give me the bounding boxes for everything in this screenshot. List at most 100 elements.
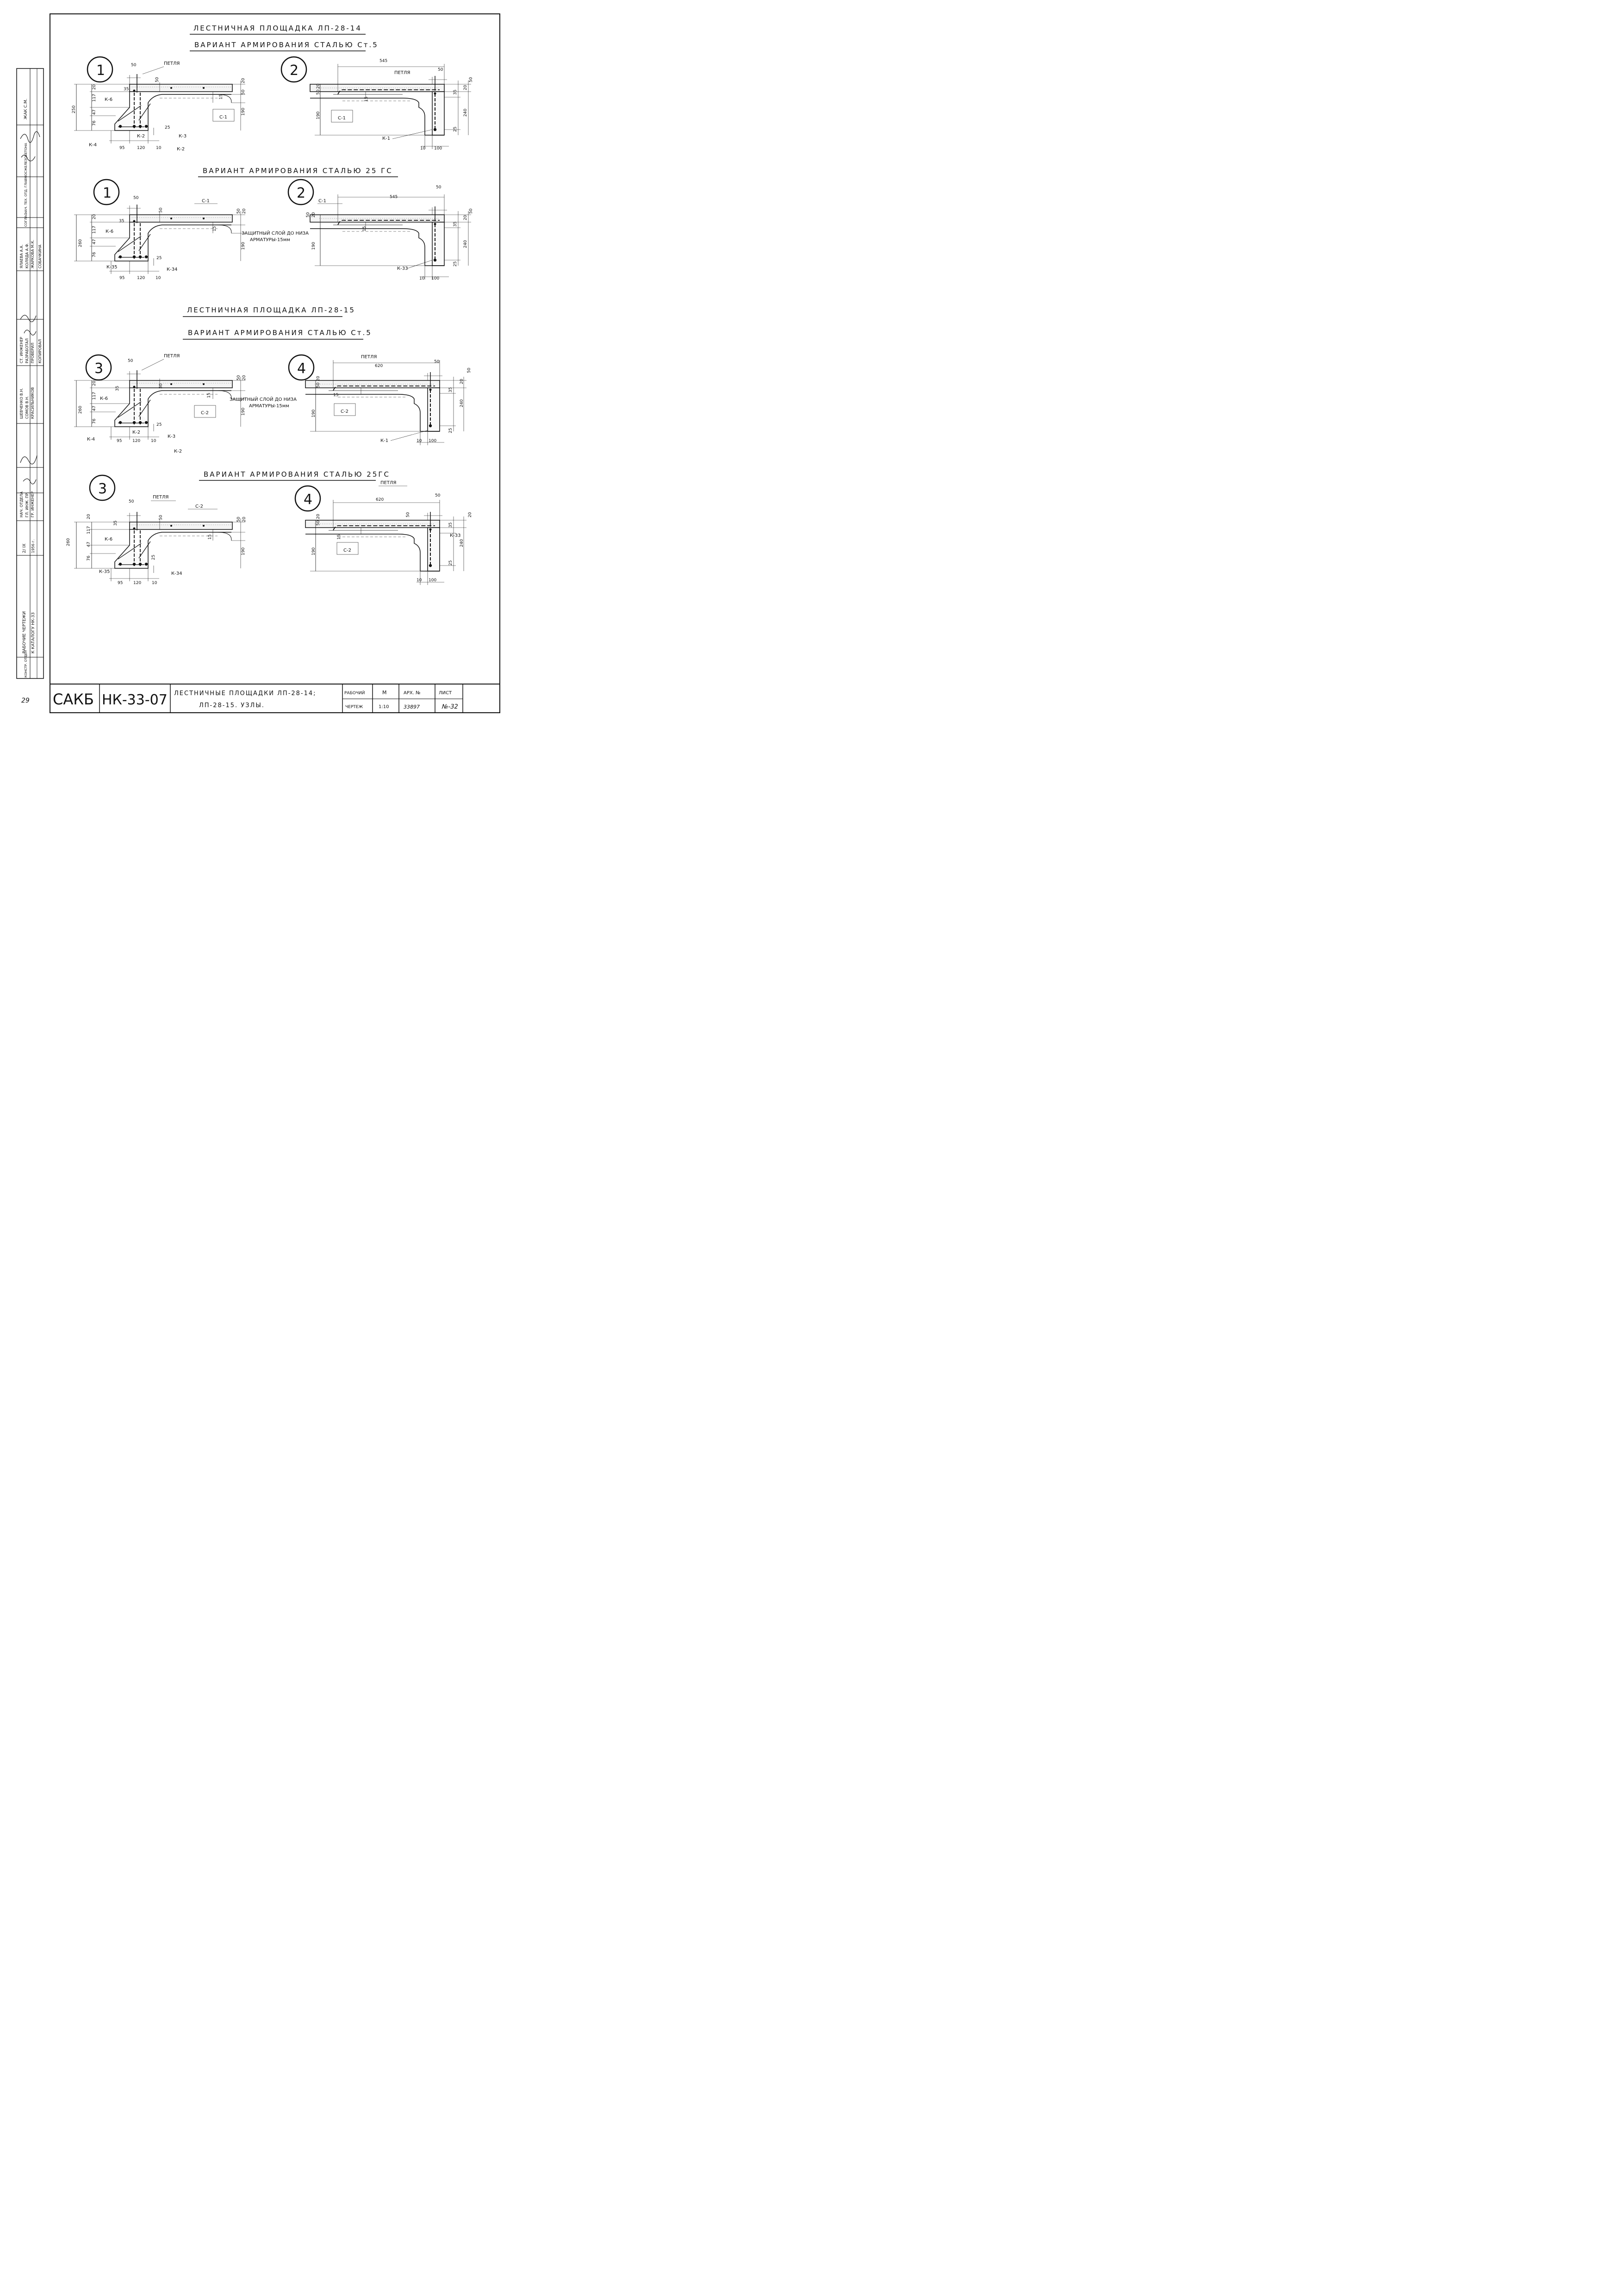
node-1-st5 — [74, 74, 246, 144]
title-name-a: ЛЕСТНИЧНЫЕ ПЛОЩАДКИ ЛП-28-14; — [174, 690, 317, 697]
stamp-kolyada: КОЛЯДА А.Ф. — [25, 243, 29, 268]
node-circle-3b: 3 — [89, 474, 116, 501]
svg-text:100: 100 — [434, 146, 442, 151]
node-circle-3a: 3 — [85, 354, 112, 381]
stamp-working-drawings: РАБОЧИЕ ЧЕРТЕЖИ — [22, 611, 27, 653]
svg-text:1: 1 — [96, 62, 105, 79]
left-stamp: ЖАК С.М. НАЧ. ТЕХ. ОТД. ГЛАВМОСЖЕЛЕЗОБЕТ… — [16, 68, 44, 679]
svg-text:50: 50 — [438, 68, 443, 72]
svg-text:190: 190 — [241, 548, 246, 555]
svg-text:50: 50 — [469, 208, 473, 214]
svg-text:50: 50 — [306, 212, 311, 218]
svg-text:250: 250 — [72, 106, 76, 113]
heading-lp14-st5: ВАРИАНТ АРМИРОВАНИЯ СТАЛЬЮ Ст.5 — [194, 41, 379, 49]
svg-text:К-33: К-33 — [450, 533, 460, 538]
stamp-zharkova: ЖАРКОВА М.К. — [31, 240, 35, 268]
svg-text:95: 95 — [117, 439, 122, 443]
svg-text:20: 20 — [87, 514, 91, 519]
svg-text:С-1: С-1 — [202, 199, 210, 204]
svg-text:190: 190 — [311, 548, 316, 555]
svg-text:10: 10 — [156, 146, 162, 150]
svg-text:ПЕТЛЯ: ПЕТЛЯ — [164, 61, 180, 66]
svg-text:15: 15 — [219, 94, 224, 100]
svg-text:15: 15 — [337, 535, 342, 540]
svg-text:35: 35 — [453, 90, 458, 95]
stamp-konstr-otdel: КОНСТР. ОТДЕЛ — [24, 650, 28, 678]
title-sheet-label: ЛИСТ — [439, 691, 452, 696]
svg-text:10: 10 — [419, 276, 425, 281]
svg-text:50: 50 — [436, 185, 442, 190]
svg-text:190: 190 — [311, 410, 316, 417]
svg-text:АРМАТУРЫ-15мм: АРМАТУРЫ-15мм — [250, 237, 290, 243]
node-1-25gs — [74, 204, 246, 274]
svg-text:К-1: К-1 — [382, 136, 390, 141]
svg-text:20: 20 — [463, 215, 468, 220]
node-3-st5 — [74, 370, 246, 440]
svg-text:100: 100 — [431, 276, 439, 281]
svg-text:ЗАЩИТНЫЙ СЛОЙ ДО НИЗА: ЗАЩИТНЫЙ СЛОЙ ДО НИЗА — [242, 230, 309, 236]
node-2-st5 — [310, 63, 472, 149]
svg-text:35: 35 — [115, 386, 120, 391]
title-scale-value: 1:10 — [379, 704, 389, 709]
svg-text:76: 76 — [87, 555, 91, 561]
stamp-proveril: ПРОВЕРИЛ — [31, 342, 35, 363]
heading-lp15-25gs: ВАРИАНТ АРМИРОВАНИЯ СТАЛЬЮ 25ГС — [204, 470, 390, 479]
stamp-yalaeva: ЯЛАЕВА А.А. — [19, 244, 24, 268]
svg-text:К-34: К-34 — [167, 267, 177, 272]
stamp-date-b: 1956 г. — [31, 539, 35, 553]
svg-text:120: 120 — [137, 146, 145, 150]
svg-text:2: 2 — [290, 62, 298, 79]
svg-text:25: 25 — [151, 555, 156, 560]
svg-text:190: 190 — [241, 242, 246, 250]
svg-text:ПЕТЛЯ: ПЕТЛЯ — [380, 480, 396, 485]
svg-text:47: 47 — [92, 110, 97, 115]
node-circle-1a: 1 — [87, 56, 113, 83]
svg-text:20: 20 — [463, 85, 468, 90]
svg-text:25: 25 — [156, 256, 162, 261]
svg-text:50 20: 50 20 — [316, 376, 321, 388]
svg-text:25: 25 — [448, 428, 453, 433]
title-arch-label: АРХ. № — [404, 691, 420, 696]
stamp-nach-otdela: НАЧ. ОТДЕЛА — [19, 491, 24, 517]
svg-text:50: 50 — [435, 493, 441, 498]
svg-text:15: 15 — [208, 535, 212, 540]
stamp-soglas: СОГЛАС. — [24, 212, 28, 227]
svg-text:К-6: К-6 — [105, 537, 112, 542]
svg-text:С-2: С-2 — [343, 548, 351, 553]
node-circle-1b: 1 — [93, 179, 120, 205]
stamp-gr-inzh: ГР. ИНЖЕНЕР — [31, 491, 35, 517]
heading-lp14: ЛЕСТНИЧНАЯ ПЛОЩАДКА ЛП-28-14 — [193, 24, 362, 32]
node-circle-2b: 2 — [287, 179, 314, 205]
svg-text:545: 545 — [390, 195, 398, 199]
svg-text:4: 4 — [297, 361, 306, 377]
svg-text:ЗАЩИТНЫЙ СЛОЙ ДО НИЗА: ЗАЩИТНЫЙ СЛОЙ ДО НИЗА — [230, 396, 297, 402]
svg-text:35: 35 — [124, 87, 129, 92]
svg-text:25: 25 — [156, 423, 162, 427]
title-sheet-value: №-32 — [442, 703, 458, 710]
svg-text:3: 3 — [94, 361, 103, 377]
svg-text:50: 50 — [236, 208, 241, 214]
svg-text:20: 20 — [242, 208, 247, 214]
svg-text:К-6: К-6 — [100, 396, 108, 401]
svg-text:240: 240 — [463, 109, 468, 117]
svg-text:117: 117 — [92, 392, 97, 400]
svg-text:50: 50 — [316, 89, 321, 95]
svg-text:260: 260 — [78, 406, 83, 414]
svg-text:50: 50 — [129, 499, 134, 504]
svg-text:76: 76 — [92, 120, 97, 126]
svg-text:20: 20 — [468, 512, 473, 517]
svg-text:15: 15 — [362, 226, 367, 231]
node-4-25gs — [305, 499, 467, 585]
svg-text:620: 620 — [375, 364, 383, 368]
svg-text:35: 35 — [453, 222, 458, 227]
svg-text:20: 20 — [92, 84, 97, 90]
svg-text:95: 95 — [118, 581, 123, 585]
svg-text:К-2: К-2 — [177, 147, 185, 152]
row4-labels: 50 ПЕТЛЯ С-2 260 20 117 47 76 35 К-6 К-3… — [66, 480, 473, 585]
svg-text:ПЕТЛЯ: ПЕТЛЯ — [153, 495, 168, 500]
title-name-b: ЛП-28-15. УЗЛЫ. — [199, 702, 265, 709]
node-circle-4a: 4 — [288, 354, 315, 381]
title-code: НК-33-07 — [102, 692, 168, 708]
svg-text:35: 35 — [448, 387, 453, 392]
title-scale-label: М — [382, 690, 387, 696]
